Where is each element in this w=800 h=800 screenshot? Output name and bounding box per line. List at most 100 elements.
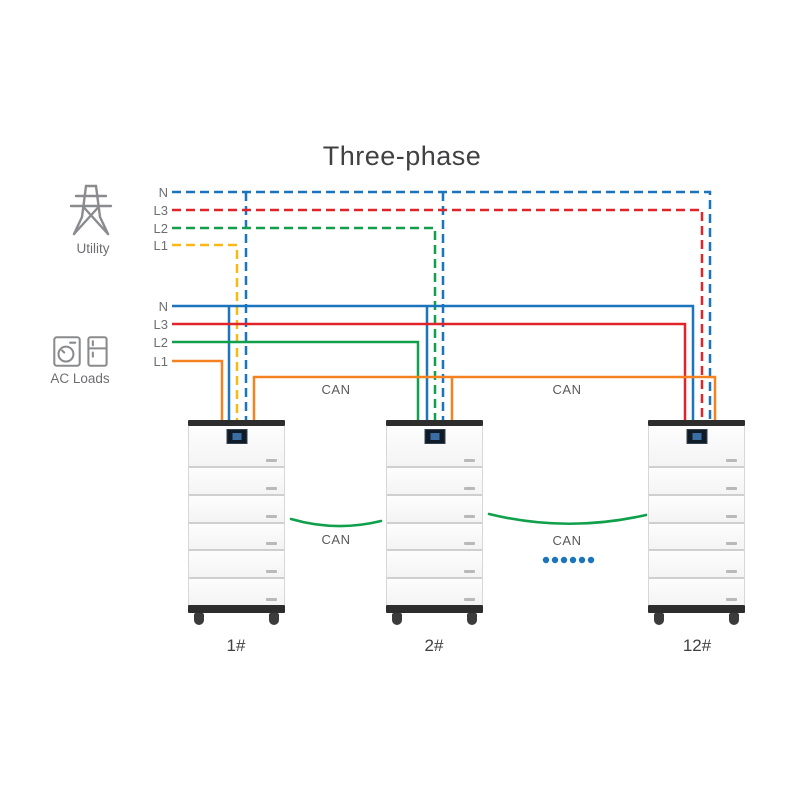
display-screen: [424, 429, 445, 444]
unit-top-cap: [188, 420, 285, 426]
display-screen: [686, 429, 707, 444]
caster-wheel: [729, 613, 739, 625]
utility-wire-label-n: N: [158, 185, 168, 200]
battery-module: [649, 495, 744, 524]
load-wire-label-l1: L1: [153, 354, 168, 369]
ac-loads-label: AC Loads: [50, 371, 110, 386]
battery-module: [387, 426, 482, 468]
battery-module: [649, 579, 744, 605]
brand-logo: [726, 486, 737, 490]
battery-stack-unit-1: [188, 420, 285, 626]
battery-stack-unit-2: [386, 420, 483, 626]
brand-logo: [464, 542, 475, 546]
can-curve-unit1-unit2: [289, 517, 383, 528]
battery-module: [189, 468, 284, 496]
ellipsis-dot: [569, 556, 577, 564]
ellipsis-dot: [551, 556, 559, 564]
can-bus-top: [252, 375, 717, 420]
battery-module: [649, 551, 744, 580]
washing-machine-icon: [52, 336, 81, 367]
ellipsis-dot: [587, 556, 595, 564]
battery-module: [387, 579, 482, 605]
utility-wire-label-l1: L1: [153, 238, 168, 253]
brand-logo: [726, 570, 737, 574]
battery-module: [387, 468, 482, 496]
caster-wheel: [467, 613, 477, 625]
load-wire-l1: [172, 359, 224, 420]
brand-logo: [266, 597, 277, 601]
load-wire-label-l3: L3: [153, 317, 168, 332]
brand-logo: [464, 459, 475, 462]
utility-label: Utility: [76, 241, 110, 256]
can-label-top-left: CAN: [321, 382, 351, 397]
unit-body: [188, 426, 285, 605]
battery-module: [387, 551, 482, 580]
load-wire-label-n: N: [158, 299, 168, 314]
brand-logo: [266, 570, 277, 574]
wheel-row: [386, 613, 483, 626]
utility-wire-l2: [172, 226, 437, 420]
brand-logo: [464, 486, 475, 490]
unit-number-label: 1#: [226, 636, 246, 655]
brand-logo: [464, 597, 475, 601]
unit-base: [386, 605, 483, 613]
utility-wire-label-l2: L2: [153, 221, 168, 236]
unit-number-label: 2#: [424, 636, 444, 655]
transmission-tower-icon: [69, 184, 113, 236]
battery-module: [189, 495, 284, 524]
caster-wheel: [194, 613, 204, 625]
utility-wire-label-l3: L3: [153, 203, 168, 218]
can-label-bottom-left: CAN: [321, 532, 351, 547]
utility-wire-l3: [172, 208, 704, 420]
utility-wire-n: [172, 190, 712, 420]
brand-logo: [266, 514, 277, 518]
wheel-row: [648, 613, 745, 626]
display-screen: [226, 429, 247, 444]
load-wire-l2: [172, 340, 420, 420]
can-label-bottom-right: CAN: [552, 533, 582, 548]
utility-source: Utility: [66, 183, 120, 256]
ac-loads: AC Loads: [48, 336, 112, 386]
unit-body: [648, 426, 745, 605]
battery-module: [189, 579, 284, 605]
unit-top-cap: [386, 420, 483, 426]
can-curve-unit2-unit12: [487, 512, 648, 526]
ellipsis-dot: [542, 556, 550, 564]
can-label-top-right: CAN: [552, 382, 582, 397]
brand-logo: [266, 459, 277, 462]
brand-logo: [266, 542, 277, 546]
load-wire-n: [172, 304, 695, 420]
load-wire-label-l2: L2: [153, 335, 168, 350]
battery-module: [387, 495, 482, 524]
battery-stack-unit-12: [648, 420, 745, 626]
ellipsis-dot: [560, 556, 568, 564]
caster-wheel: [654, 613, 664, 625]
utility-wire-l1: [172, 243, 239, 420]
battery-module: [387, 523, 482, 552]
battery-module: [649, 426, 744, 468]
ellipsis-dots: [542, 556, 595, 564]
brand-logo: [726, 459, 737, 462]
brand-logo: [726, 514, 737, 518]
brand-logo: [266, 486, 277, 490]
ellipsis-dot: [578, 556, 586, 564]
brand-logo: [726, 597, 737, 601]
unit-body: [386, 426, 483, 605]
refrigerator-icon: [86, 336, 108, 367]
battery-module: [189, 523, 284, 552]
load-wire-l3: [172, 322, 687, 420]
unit-top-cap: [648, 420, 745, 426]
battery-module: [189, 426, 284, 468]
unit-base: [188, 605, 285, 613]
unit-number-label: 12#: [682, 636, 712, 655]
battery-module: [649, 468, 744, 496]
brand-logo: [464, 570, 475, 574]
diagram-title: Three-phase: [322, 141, 482, 171]
caster-wheel: [392, 613, 402, 625]
brand-logo: [726, 542, 737, 546]
brand-logo: [464, 514, 475, 518]
caster-wheel: [269, 613, 279, 625]
battery-module: [189, 551, 284, 580]
